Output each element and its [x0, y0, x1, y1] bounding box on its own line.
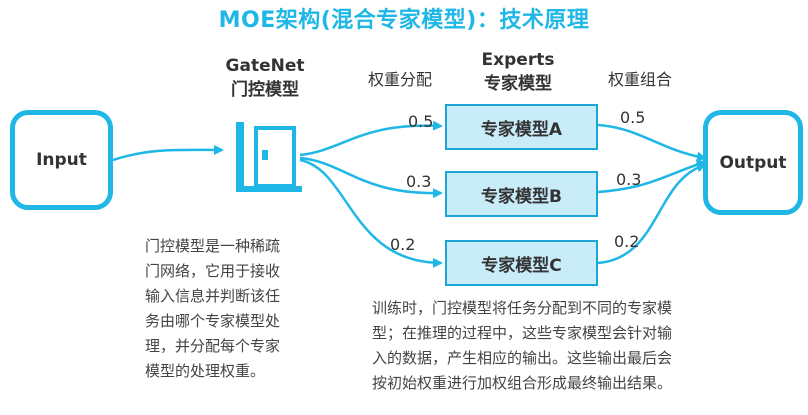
left-para-line: 门控模型是一种稀疏 [145, 237, 281, 255]
experts-header-line2: 专家模型 [484, 74, 552, 94]
experts-header: Experts 专家模型 [468, 48, 568, 96]
left-para-line: 理，并分配每个专家 [145, 337, 281, 355]
gate-to-expert-b-arrow [299, 156, 443, 199]
input-label: Input [36, 150, 87, 170]
right-para-line: 型；在推理的过程中，这些专家模型会针对输 [372, 324, 673, 342]
right-para-line: 训练时，门控模型将任务分配到不同的专家模 [372, 299, 673, 317]
gate-to-expert-c-arrow [299, 158, 443, 268]
left-para-line: 模型的处理权重。 [145, 362, 266, 380]
expert-a-out-weight: 0.5 [620, 108, 646, 127]
weight-combine-label: 权重组合 [608, 70, 673, 89]
expert-c-out-weight: 0.2 [614, 232, 640, 251]
input-node: Input [10, 110, 113, 210]
weight-assign-label: 权重分配 [368, 70, 433, 89]
left-para-line: 输入信息并判断该任 [145, 287, 281, 305]
expert-box-c: 专家模型C [445, 240, 598, 286]
expert-a-name: 专家模型A [480, 119, 563, 140]
expert-c-name: 专家模型C [481, 255, 562, 276]
output-label: Output [719, 152, 787, 173]
expert-c-to-output-arrow [597, 162, 707, 265]
expert-box-a: 专家模型A [445, 104, 598, 150]
expert-a-to-output-arrow [597, 123, 707, 162]
expert-a-in-weight: 0.5 [408, 112, 434, 131]
expert-b-out-weight: 0.3 [616, 170, 642, 189]
diagram-title: MOE架构(混合专家模型)：技术原理 [218, 8, 590, 33]
door-icon [236, 122, 302, 192]
left-para-line: 门网络，它用于接收 [145, 262, 281, 280]
gate-to-expert-a-arrow [299, 120, 443, 157]
expert-b-to-output-arrow [597, 159, 707, 194]
expert-b-name: 专家模型B [481, 186, 562, 207]
gatenet-line1: GateNet [225, 56, 305, 76]
gatenet-line2: 门控模型 [231, 80, 299, 100]
gatenet-description: 门控模型是一种稀疏 门网络，它用于接收 输入信息并判断该任 务由哪个专家模型处 … [145, 234, 350, 384]
experts-header-line1: Experts [481, 50, 555, 70]
output-node: Output [703, 110, 803, 215]
left-para-line: 务由哪个专家模型处 [145, 312, 281, 330]
expert-c-in-weight: 0.2 [390, 235, 416, 254]
gatenet-label: GateNet 门控模型 [210, 54, 320, 102]
right-para-line: 按初始权重进行加权组合形成最终输出结果。 [372, 374, 673, 392]
expert-box-b: 专家模型B [445, 171, 598, 217]
input-to-gate-arrow [112, 144, 224, 162]
expert-b-in-weight: 0.3 [406, 172, 432, 191]
right-para-line: 入的数据，产生相应的输出。这些输出最后会 [372, 349, 673, 367]
moe-description: 训练时，门控模型将任务分配到不同的专家模 型；在推理的过程中，这些专家模型会针对… [372, 296, 802, 396]
